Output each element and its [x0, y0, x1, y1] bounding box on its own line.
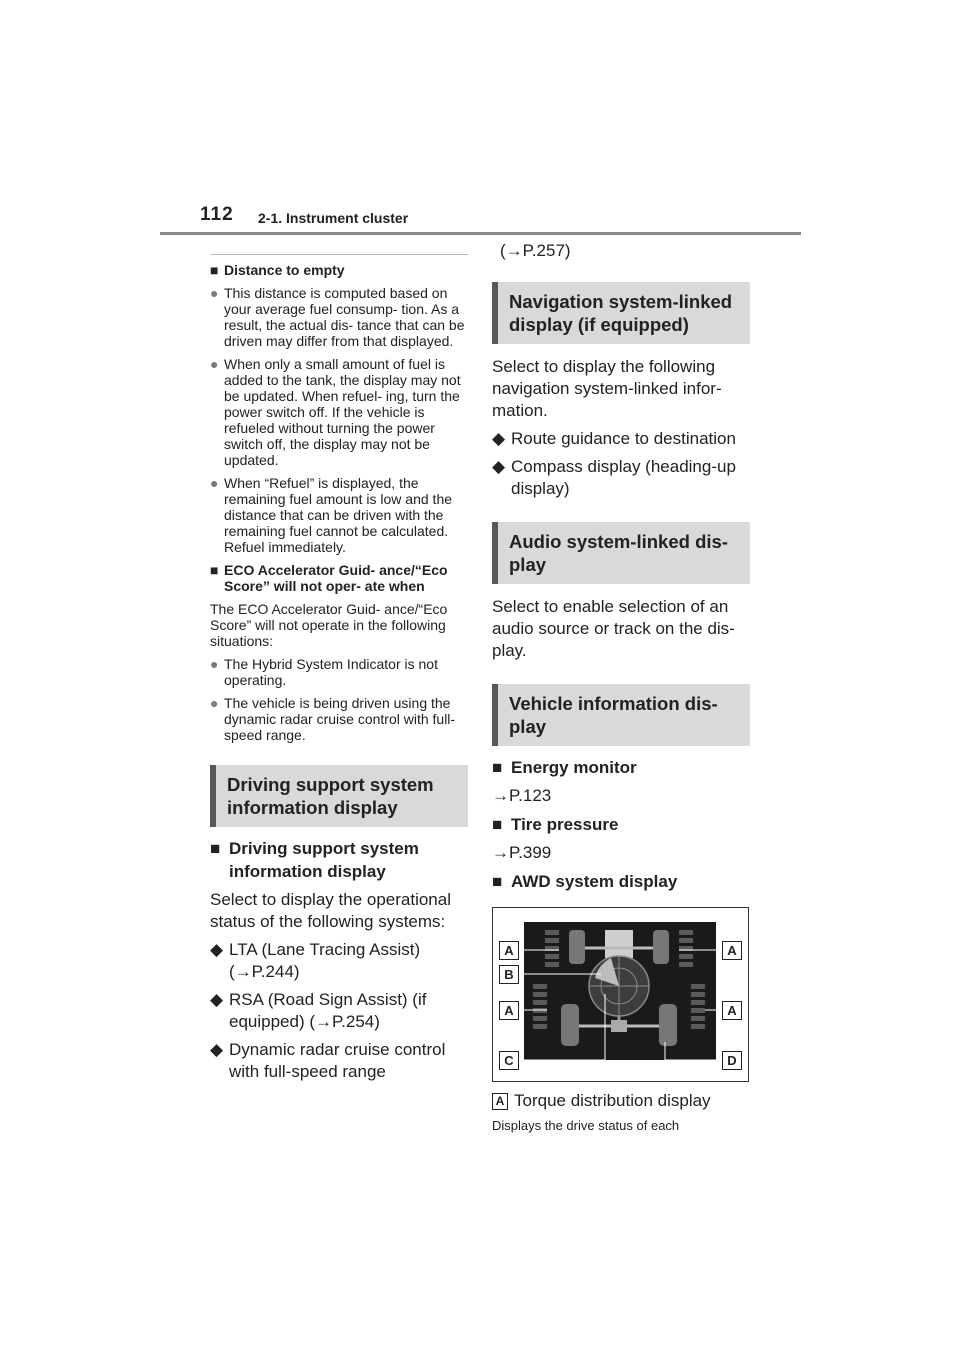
callout-lines	[516, 949, 724, 1061]
diamond-bullet-icon: ◆	[210, 990, 224, 1009]
diamond-bullet-icon: ◆	[210, 940, 224, 959]
steering-angle-gauge	[588, 955, 650, 1017]
list-item: ◆ RSA (Road Sign Assist) (if equipped) (…	[210, 990, 427, 1031]
paragraph: Select to enable selection of an audio s…	[492, 597, 735, 660]
header-divider	[160, 232, 801, 235]
subheading-tire-pressure: ■ Tire pressure	[492, 815, 619, 834]
section-heading-driving-support: Driving support system information displ…	[210, 765, 468, 827]
callout-label-a: A	[499, 941, 519, 960]
list-item: ● When “Refuel” is displayed, the remain…	[210, 475, 453, 555]
circle-bullet-icon: ●	[210, 695, 219, 711]
circle-bullet-icon: ●	[210, 356, 219, 372]
callout-label-a: A	[722, 1001, 742, 1020]
square-bullet-icon: ■	[492, 758, 503, 777]
callout-label-d: D	[722, 1051, 742, 1070]
right-column: (→P.257) Navigation system-linked displa…	[492, 240, 750, 1133]
page-reference: →P.399	[492, 843, 552, 862]
list-item: ◆ LTA (Lane Tracing Assist) (→P.244)	[210, 940, 421, 981]
square-bullet-icon: ■	[210, 839, 221, 858]
note-heading-distance-to-empty: ■ Distance to empty	[210, 262, 345, 278]
square-bullet-icon: ■	[210, 262, 219, 278]
section-heading-audio: Audio system-linked dis- play	[492, 522, 750, 584]
subheading-awd-display: ■ AWD system display	[492, 872, 678, 891]
list-item: ● This distance is computed based on you…	[210, 285, 465, 349]
note-heading-eco-accelerator: ■ ECO Accelerator Guid- ance/“Eco Score”…	[210, 562, 448, 594]
circle-bullet-icon: ●	[210, 656, 219, 672]
subheading-driving-support: ■ Driving support system information dis…	[210, 839, 419, 881]
callout-label-c: C	[499, 1051, 519, 1070]
awd-display-illustration	[516, 922, 724, 1061]
subheading-energy-monitor: ■ Energy monitor	[492, 758, 637, 777]
awd-system-figure: A A B A A C D	[492, 907, 749, 1082]
paragraph: Select to display the operational status…	[210, 890, 451, 931]
torque-bars	[533, 930, 705, 1029]
list-item: ● When only a small amount of fuel is ad…	[210, 356, 461, 468]
paragraph: Select to display the following navigati…	[492, 357, 722, 420]
list-item: ◆ Route guidance to destination	[492, 429, 736, 448]
list-item: ● The Hybrid System Indicator is not ope…	[210, 656, 438, 688]
square-bullet-icon: ■	[210, 562, 219, 578]
diamond-bullet-icon: ◆	[492, 457, 506, 476]
diamond-bullet-icon: ◆	[492, 429, 506, 448]
left-column: ■ Distance to empty ● This distance is c…	[210, 242, 468, 1083]
caption-label: A	[492, 1093, 508, 1110]
caption-description: Displays the drive status of each	[492, 1118, 680, 1133]
section-title: 2-1. Instrument cluster	[258, 210, 409, 226]
list-item: ◆ Dynamic radar cruise control with full…	[210, 1040, 446, 1081]
callout-label-a: A	[499, 1001, 519, 1020]
page-reference: (→P.257)	[500, 241, 571, 260]
page-reference: →P.123	[492, 786, 552, 805]
divider	[210, 254, 468, 255]
section-heading-vehicle-info: Vehicle information dis- play	[492, 684, 750, 746]
square-bullet-icon: ■	[492, 815, 503, 834]
paragraph: The ECO Accelerator Guid- ance/“Eco Scor…	[210, 601, 448, 649]
list-item: ◆ Compass display (heading-up display)	[492, 457, 736, 498]
section-heading-navigation: Navigation system-linked display (if equ…	[492, 282, 750, 344]
circle-bullet-icon: ●	[210, 285, 219, 301]
list-item: ● The vehicle is being driven using the …	[210, 695, 456, 743]
page-number: 112	[200, 204, 234, 225]
circle-bullet-icon: ●	[210, 475, 219, 491]
square-bullet-icon: ■	[492, 872, 503, 891]
callout-label-b: B	[499, 965, 519, 984]
diamond-bullet-icon: ◆	[210, 1040, 224, 1059]
callout-label-a: A	[722, 941, 742, 960]
